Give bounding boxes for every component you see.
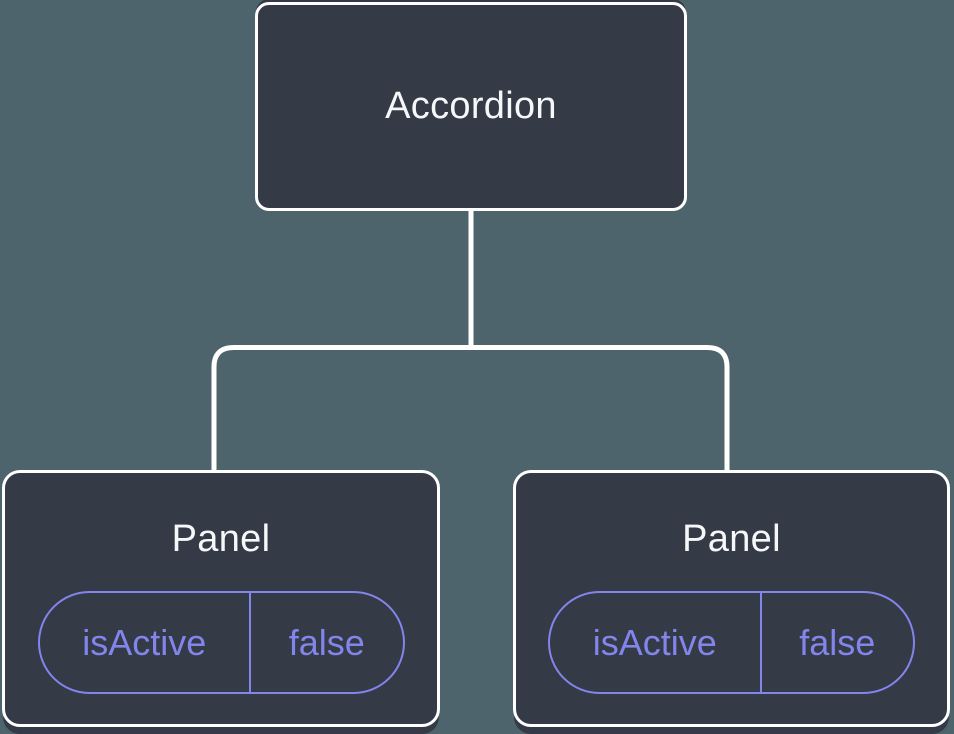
state-name: isActive <box>550 593 762 693</box>
state-name: isActive <box>40 593 252 693</box>
state-pill-1: isActive false <box>37 591 405 695</box>
node-panel-2: Panel isActive false <box>513 470 950 727</box>
node-accordion-label: Accordion <box>385 85 557 128</box>
node-panel-1-label: Panel <box>171 518 271 560</box>
node-panel-1: Panel isActive false <box>2 470 440 727</box>
node-accordion: Accordion <box>255 2 687 211</box>
state-pill-2: isActive false <box>548 591 915 695</box>
state-value: false <box>799 621 876 663</box>
node-panel-2-label: Panel <box>682 518 781 560</box>
connector-branch <box>211 345 730 473</box>
state-value: false <box>288 621 365 663</box>
